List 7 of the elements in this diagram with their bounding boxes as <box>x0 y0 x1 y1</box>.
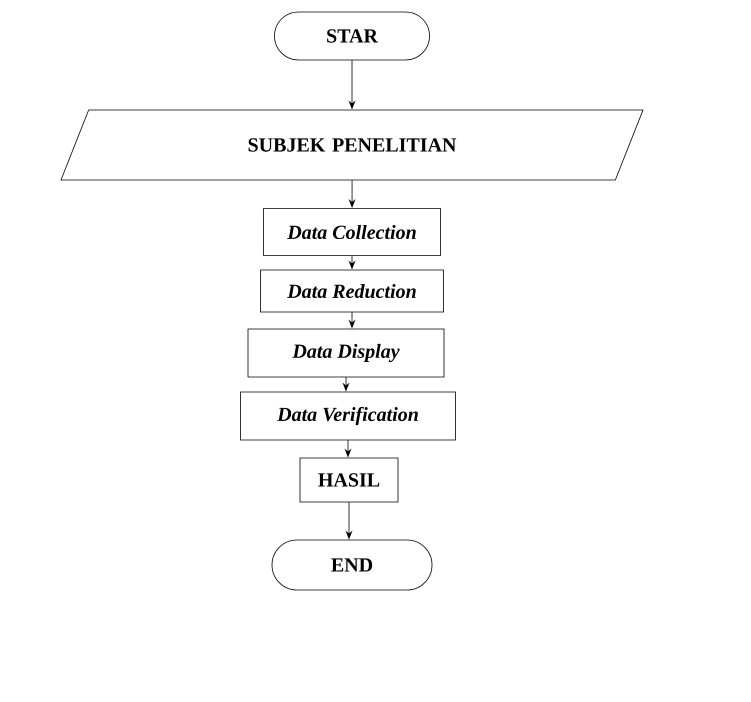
process-box: Data Reduction <box>260 270 444 312</box>
process-box: HASIL <box>300 458 398 502</box>
process-box: Data Display <box>248 328 444 378</box>
process-box: Data Collection <box>263 208 441 256</box>
process-box: Data Verification <box>240 392 456 440</box>
start-terminal: STAR <box>274 12 430 60</box>
end-terminal: END <box>272 540 432 590</box>
